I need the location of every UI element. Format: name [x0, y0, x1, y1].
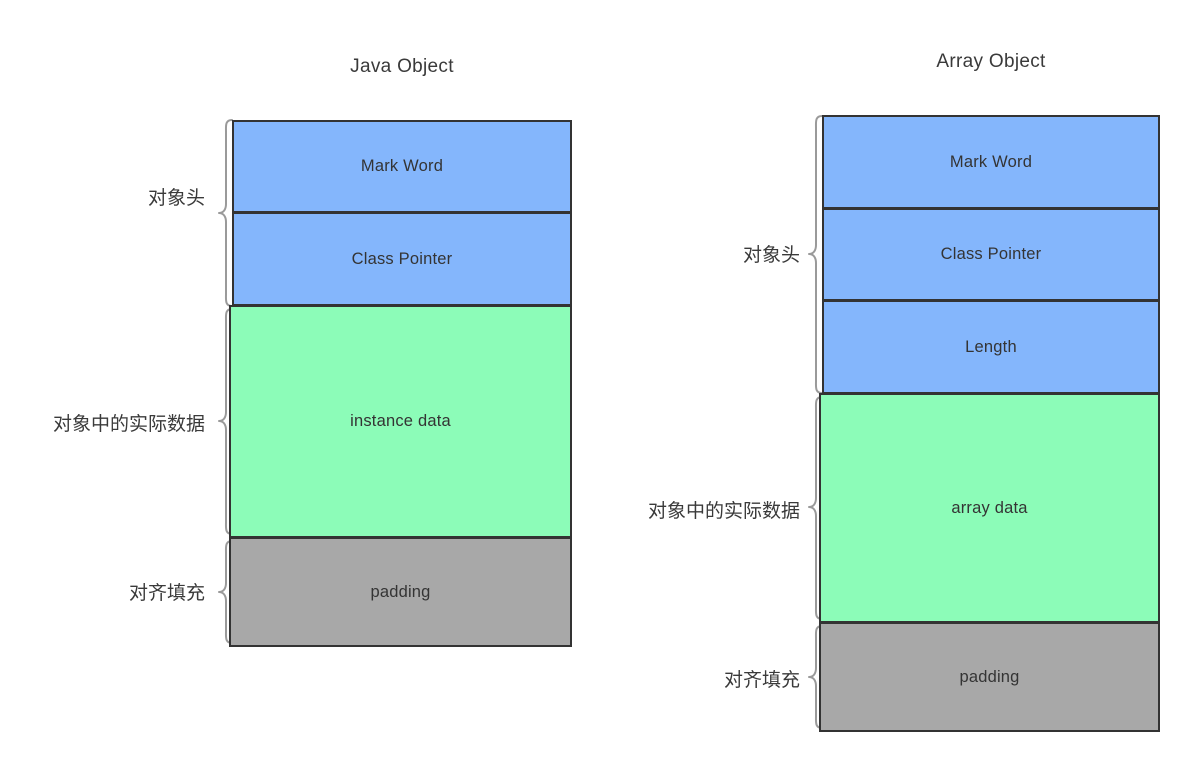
array-block-class-pointer-label: Class Pointer: [940, 245, 1042, 263]
brace-java-actual-data: [218, 308, 233, 535]
array-block-class-pointer[interactable]: Class Pointer: [822, 208, 1160, 301]
array-object-title: Array Object: [936, 51, 1046, 72]
java-block-class-pointer-label: Class Pointer: [351, 249, 453, 268]
brace-java-padding: [218, 540, 233, 644]
java-object-header-label: 对象头: [147, 187, 205, 209]
java-block-instance-data-label: instance data: [350, 412, 451, 430]
java-block-mark-word-label: Mark Word: [360, 157, 444, 175]
array-block-array-data-label: array data: [951, 498, 1028, 517]
array-actual-data-label: 对象中的实际数据: [647, 500, 800, 522]
array-block-mark-word-label: Mark Word: [949, 152, 1033, 171]
brace-java-object-header: [218, 119, 233, 307]
array-block-padding-label: padding: [959, 667, 1020, 686]
array-padding-label: 对齐填充: [723, 669, 800, 691]
brace-array-padding: [808, 625, 823, 729]
array-block-length-label: Length: [965, 337, 1017, 356]
java-block-instance-data[interactable]: instance data: [229, 305, 572, 538]
java-block-padding[interactable]: padding: [229, 537, 572, 647]
array-block-length[interactable]: Length: [822, 300, 1160, 394]
java-block-class-pointer[interactable]: Class Pointer: [232, 212, 572, 306]
array-block-padding[interactable]: padding: [819, 622, 1160, 732]
brace-array-object-header: [808, 115, 823, 394]
array-block-array-data[interactable]: array data: [819, 393, 1160, 623]
java-block-mark-word[interactable]: Mark Word: [232, 120, 572, 213]
brace-array-actual-data: [808, 396, 823, 620]
java-block-padding-label: padding: [370, 582, 431, 601]
java-actual-data-label: 对象中的实际数据: [52, 413, 205, 435]
java-object-title: Java Object: [350, 56, 454, 77]
java-padding-label: 对齐填充: [128, 582, 205, 604]
array-block-mark-word[interactable]: Mark Word: [822, 115, 1160, 209]
array-object-header-label: 对象头: [742, 244, 800, 266]
